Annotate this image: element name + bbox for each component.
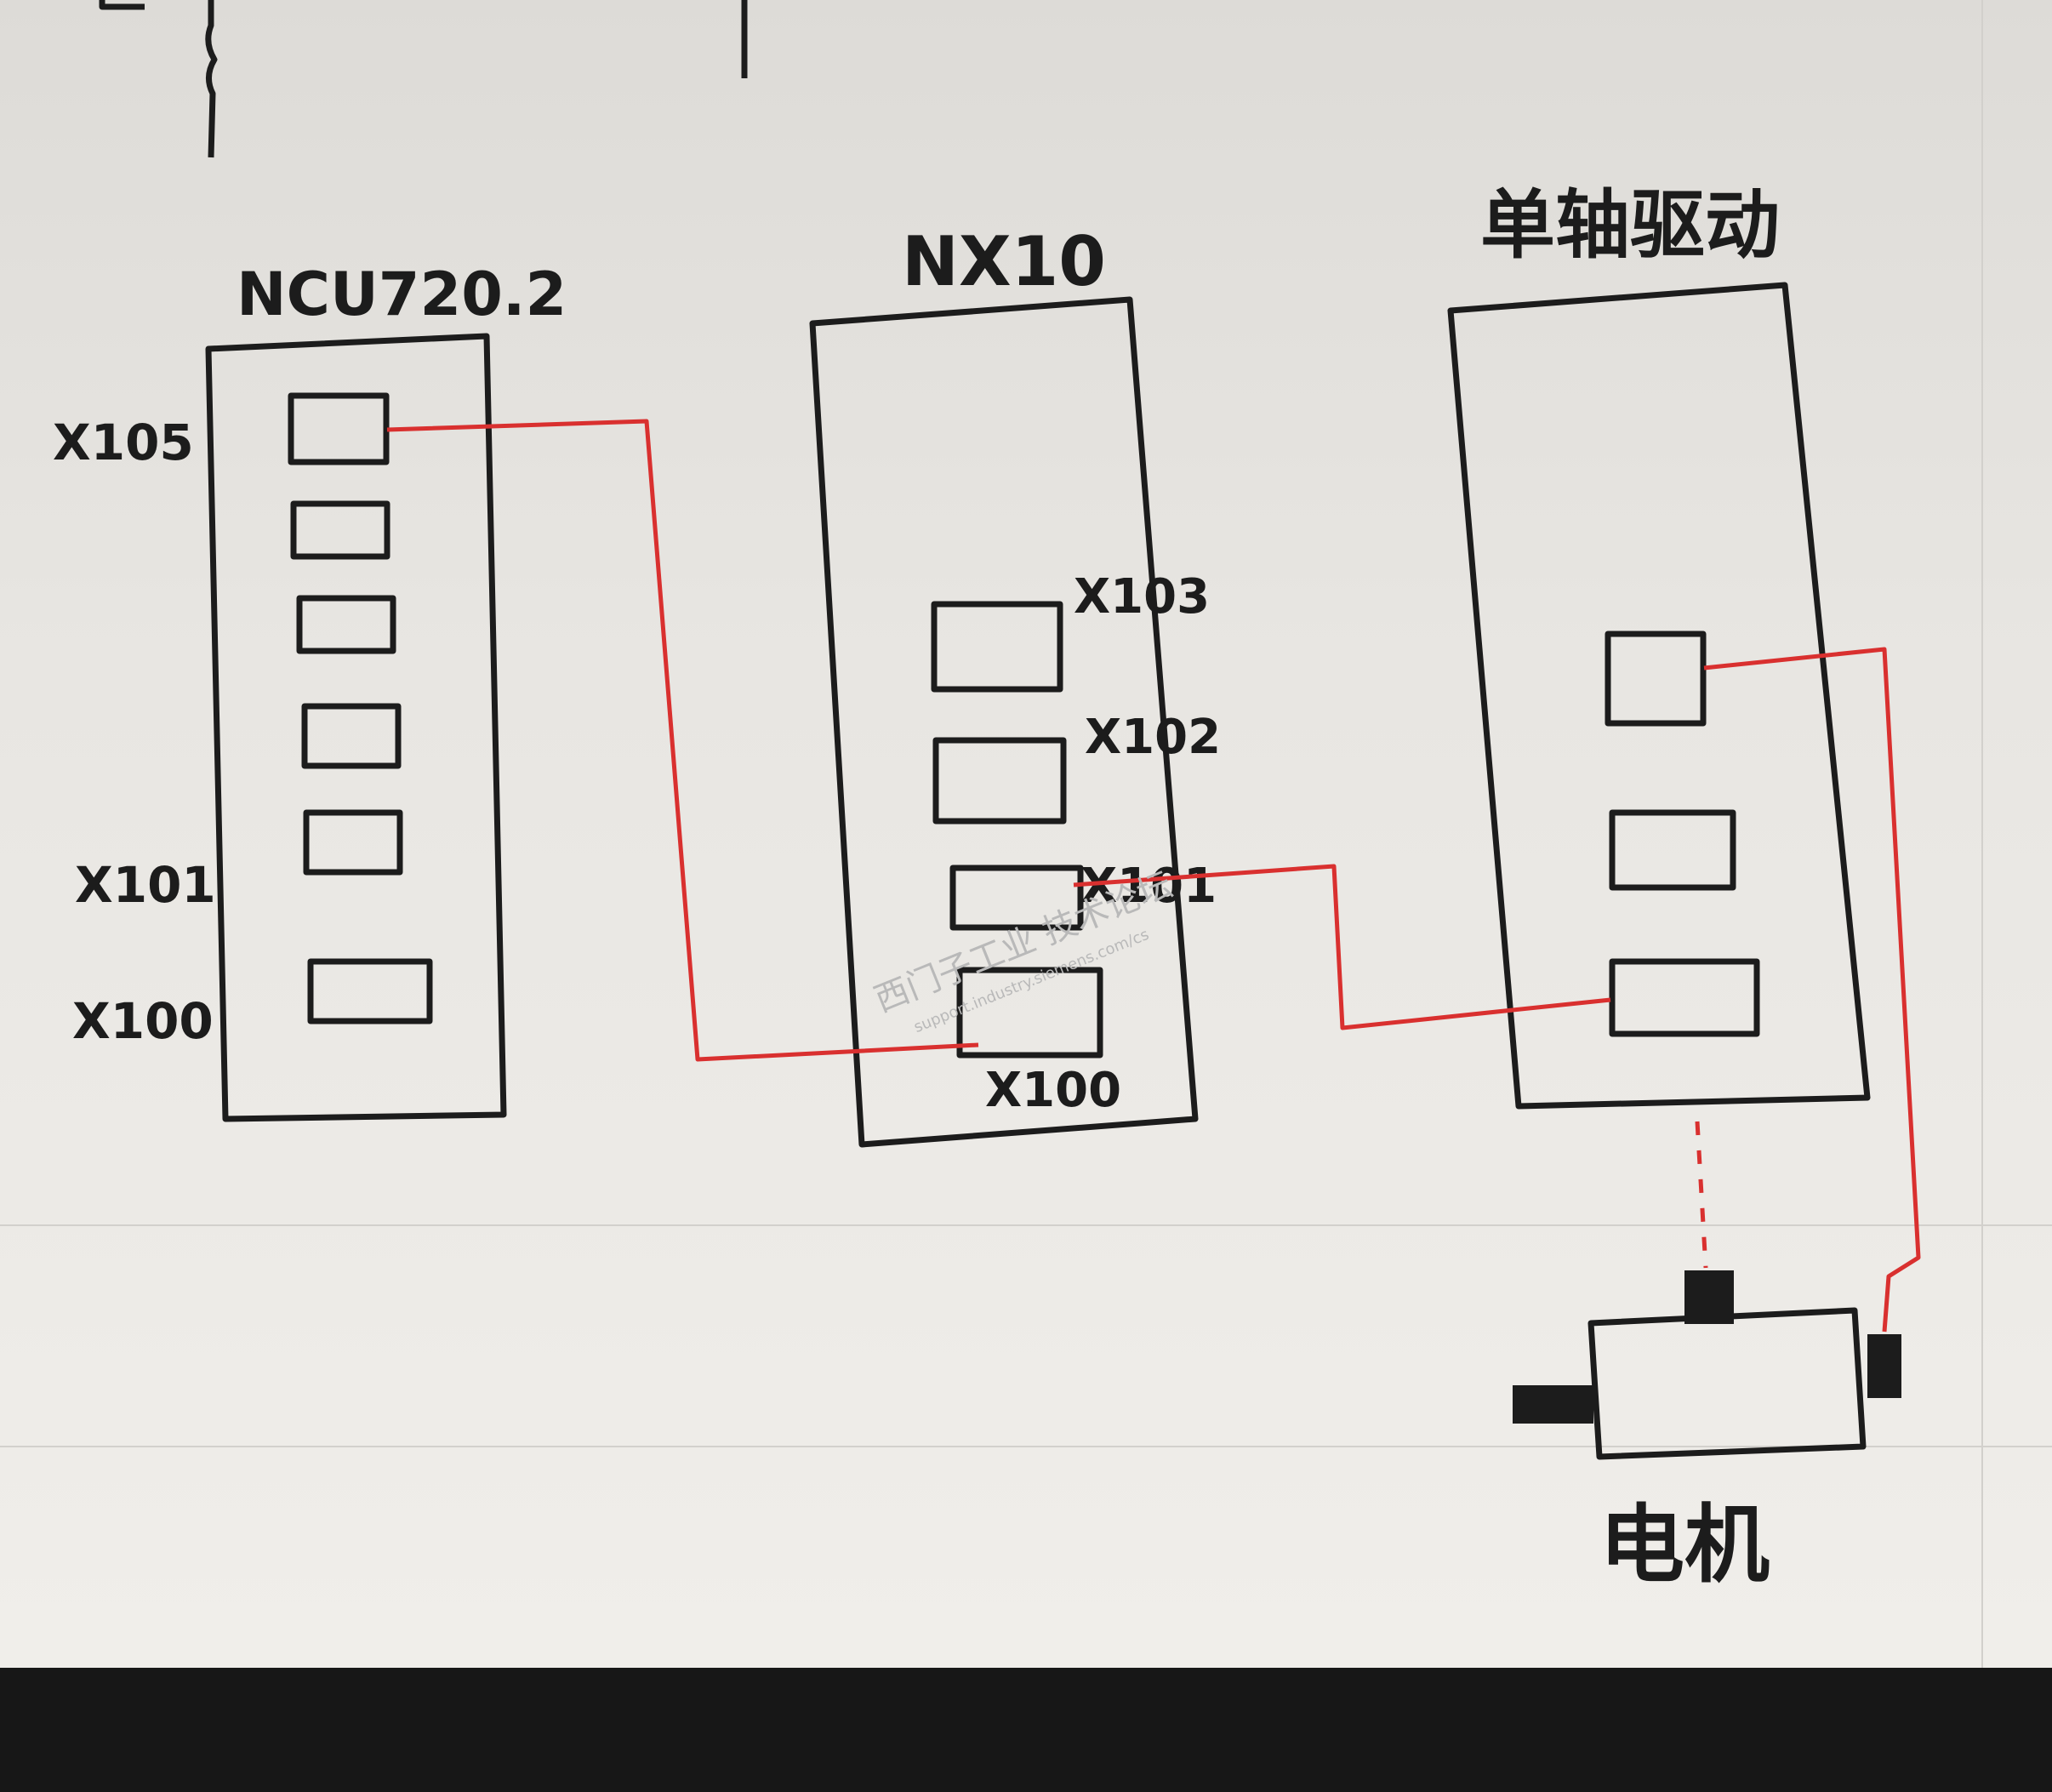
motor-side-connector: [1867, 1334, 1901, 1398]
nx-module-box: [809, 296, 1199, 1148]
nx-port-x102: [932, 737, 1067, 825]
paper-ruling: [0, 0, 2052, 1668]
ncu-label-x101: X101: [75, 856, 216, 914]
cable-drive-to-motor-encoder: [1703, 647, 1921, 1333]
ncu-label-x100: X100: [72, 992, 214, 1050]
drive-port-1: [1605, 631, 1707, 727]
ncu-title: NCU720.2: [237, 260, 567, 329]
nx-module: NX10 X103 X102 X101 X100: [809, 222, 1221, 1148]
forum-watermark: 西门子工业 技术论坛 support.industry.siemens.com/…: [869, 865, 1178, 1037]
drive-module: 单轴驱动: [1447, 181, 1871, 1110]
cable-ncu-x105-to-nx-x100: [386, 419, 979, 1062]
ncu-module: NCU720.2 X105 X101 X100: [53, 260, 567, 1122]
motor-body: [1587, 1307, 1867, 1460]
drive-title: 单轴驱动: [1480, 181, 1780, 269]
drive-port-3: [1609, 958, 1760, 1037]
ncu-port-x105: [288, 392, 390, 465]
motor-top-connector: [1684, 1270, 1734, 1324]
cables: [386, 419, 1921, 1333]
cable-nx-x101-to-drive: [1073, 864, 1611, 1030]
desk-edge: [0, 1668, 2052, 1792]
ncu-port-x100: [307, 958, 433, 1024]
nx-port-x101: [949, 865, 1084, 931]
paper-background: [0, 0, 2052, 1668]
nx-label-x102: X102: [1085, 710, 1221, 765]
drive-port-2: [1609, 809, 1736, 891]
ncu-port-x101: [303, 809, 403, 876]
ncu-module-box: [205, 333, 507, 1122]
top-partial-strokes: [99, 0, 748, 158]
drive-module-box: [1447, 282, 1871, 1110]
cable-drive-to-motor-power: [1695, 1121, 1708, 1269]
ncu-port-3: [296, 595, 396, 654]
motor-shaft: [1513, 1385, 1593, 1424]
nx-port-x103: [931, 601, 1063, 693]
nx-port-x100: [956, 967, 1103, 1059]
ncu-port-4: [301, 703, 402, 769]
motor-label: 电机: [1599, 1495, 1770, 1595]
motor: 电机: [1513, 1270, 1901, 1595]
nx-label-x103: X103: [1074, 569, 1210, 625]
nx-label-x100: X100: [985, 1063, 1121, 1118]
nx-title: NX10: [902, 222, 1106, 301]
ncu-port-2: [290, 500, 390, 560]
ncu-label-x105: X105: [53, 414, 194, 471]
nx-label-x101: X101: [1080, 859, 1217, 914]
